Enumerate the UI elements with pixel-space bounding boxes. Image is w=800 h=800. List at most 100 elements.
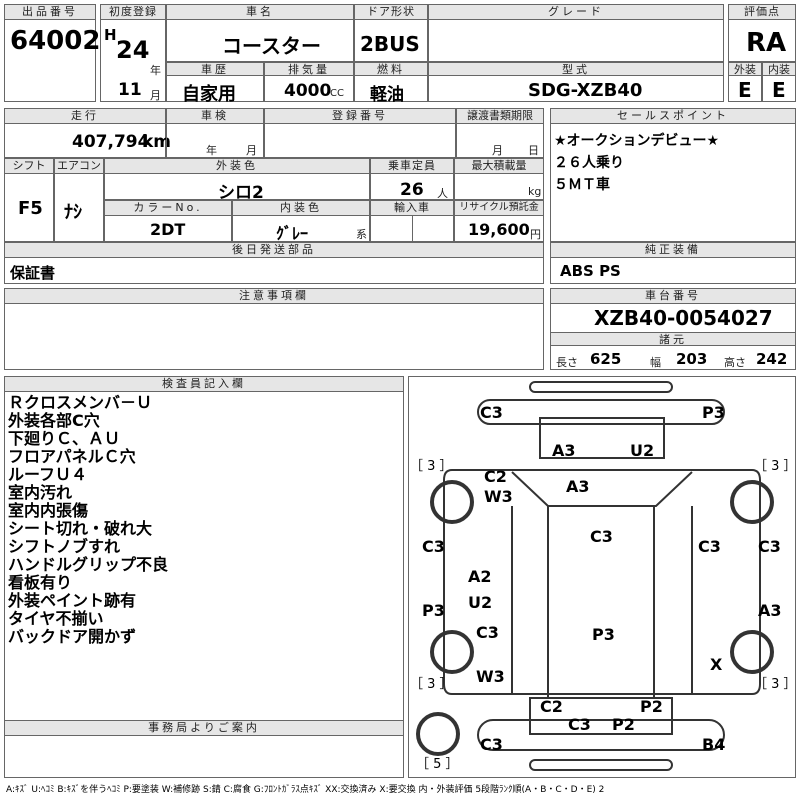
mark-left-p: P3	[422, 601, 445, 620]
body-outline	[443, 469, 761, 695]
inspect-cell	[166, 108, 264, 158]
chassis-number: XZB40-0054027	[594, 306, 773, 330]
car-name: コースター	[222, 34, 321, 58]
reg-year: 24	[116, 36, 150, 64]
height-value: 242	[756, 350, 788, 368]
inspector-note-line: 外装各部C穴	[8, 411, 100, 430]
ac-cell	[54, 158, 104, 242]
office-label: 事務局よりご案内	[4, 720, 404, 736]
disp-label: 排気量	[264, 62, 354, 76]
inspector-note-line: シフトノブすれ	[8, 537, 121, 556]
model-label: 型式	[428, 62, 724, 76]
mark-grille-a: A3	[552, 441, 576, 460]
ext-label: 外装	[728, 62, 762, 76]
selling-label: セールスポイント	[550, 108, 796, 124]
width-label: 幅	[650, 356, 661, 369]
windshield	[511, 471, 693, 507]
score-label: 評価点	[728, 4, 796, 20]
intcolor-cell	[232, 200, 370, 242]
inspector-note-line: ハンドルグリップ不良	[8, 555, 169, 574]
capacity-unit: 人	[437, 187, 448, 200]
history-cell	[166, 62, 264, 102]
fuel-value: 軽油	[370, 85, 404, 105]
mark-rl-w: W3	[476, 667, 505, 686]
mark-front-r: P3	[702, 403, 725, 422]
transfer-month: 月	[492, 144, 503, 157]
spare-tire	[416, 712, 460, 756]
inspector-note-line: タイヤ不揃い	[8, 609, 104, 628]
colorno-value: 2DT	[150, 220, 186, 239]
door-label: ドア形状	[354, 4, 428, 20]
chassis-label: 車台番号	[550, 288, 796, 304]
ext-cell	[728, 62, 762, 102]
color-cell	[104, 158, 370, 200]
mileage-value: 407,794	[72, 132, 150, 152]
era: H	[104, 26, 117, 44]
tire-br-score: ［ 3 ］	[754, 677, 796, 692]
model-cell	[428, 62, 724, 102]
grille-outline	[539, 417, 665, 459]
later-parts-value: 保証書	[10, 264, 56, 282]
mark-floor: P3	[592, 625, 615, 644]
mileage-cell	[4, 108, 166, 158]
lot-number: 64002	[10, 26, 101, 56]
inspector-label: 検査員記入欄	[4, 376, 404, 392]
car-name-label: 車名	[166, 4, 354, 20]
equipment-value: ABS PS	[560, 262, 621, 280]
month-unit: 月	[150, 89, 161, 102]
colorno-cell	[104, 200, 232, 242]
recycle-unit: 円	[530, 228, 541, 241]
int-cell	[762, 62, 796, 102]
fuel-cell	[354, 62, 428, 102]
equipment-label: 純正装備	[550, 242, 796, 258]
load-cell	[454, 158, 544, 200]
rear-window	[529, 697, 673, 735]
length-value: 625	[590, 350, 622, 368]
disp-unit: CC	[330, 88, 344, 99]
mark-hood: A3	[566, 477, 590, 496]
mark-door-a: A2	[468, 567, 492, 586]
vehicle-diagram: C3 P3 A3 U2 C2 W3 A3 C3 C3 C3 C3 A2 U2 P…	[410, 381, 796, 772]
mark-rear-c: C3	[476, 623, 499, 642]
inspector-note-line: フロアパネルＣ穴	[8, 447, 136, 466]
score-value: RA	[746, 28, 787, 58]
capacity-value: 26	[400, 180, 424, 200]
tire-bl-score: ［ 3 ］	[410, 677, 453, 692]
inspect-label: 車検	[166, 108, 264, 124]
length-label: 長さ	[556, 356, 578, 369]
mark-back-c: C3	[480, 735, 503, 754]
shift-value: F5	[18, 198, 43, 219]
rear-bumper-outline	[477, 719, 725, 751]
first-reg-label: 初度登録	[100, 4, 166, 20]
ac-label: エアコン	[54, 158, 104, 174]
capacity-label: 乗車定員	[370, 158, 454, 174]
inspector-note-line: バックドア開かず	[8, 627, 137, 646]
disp-value: 4000	[284, 81, 332, 101]
diagram-box	[408, 376, 796, 778]
front-panel	[477, 399, 725, 425]
history-value: 自家用	[182, 84, 236, 105]
inspector-note-line: ルーフＵ４	[8, 465, 88, 484]
color-value: シロ2	[218, 183, 264, 203]
height-label: 高さ	[724, 356, 746, 369]
inspector-note-line: 室内汚れ	[8, 483, 73, 502]
transfer-cell	[456, 108, 544, 158]
tire-rr	[730, 630, 774, 674]
intcolor-value: ｸﾞﾚｰ	[276, 224, 309, 243]
tire-tl-score: ［ 3 ］	[410, 459, 453, 474]
disp-cell	[264, 62, 354, 102]
tire-rl	[430, 630, 474, 674]
selling-line: ５ＭＴ車	[554, 177, 610, 193]
mark-fl-w: W3	[484, 487, 513, 506]
mark-left-side: C3	[422, 537, 445, 556]
intcolor-unit: 系	[356, 228, 367, 241]
mark-grille-u: U2	[630, 441, 654, 460]
reg-month: 11	[118, 80, 142, 100]
load-unit: kg	[528, 185, 542, 198]
mark-rear-p2b: P2	[612, 715, 635, 734]
tire-tr-score: ［ 3 ］	[754, 459, 796, 474]
inspect-year-unit: 年	[206, 144, 217, 157]
mark-back-b: B4	[702, 735, 725, 754]
front-bumper-outline	[529, 381, 673, 393]
